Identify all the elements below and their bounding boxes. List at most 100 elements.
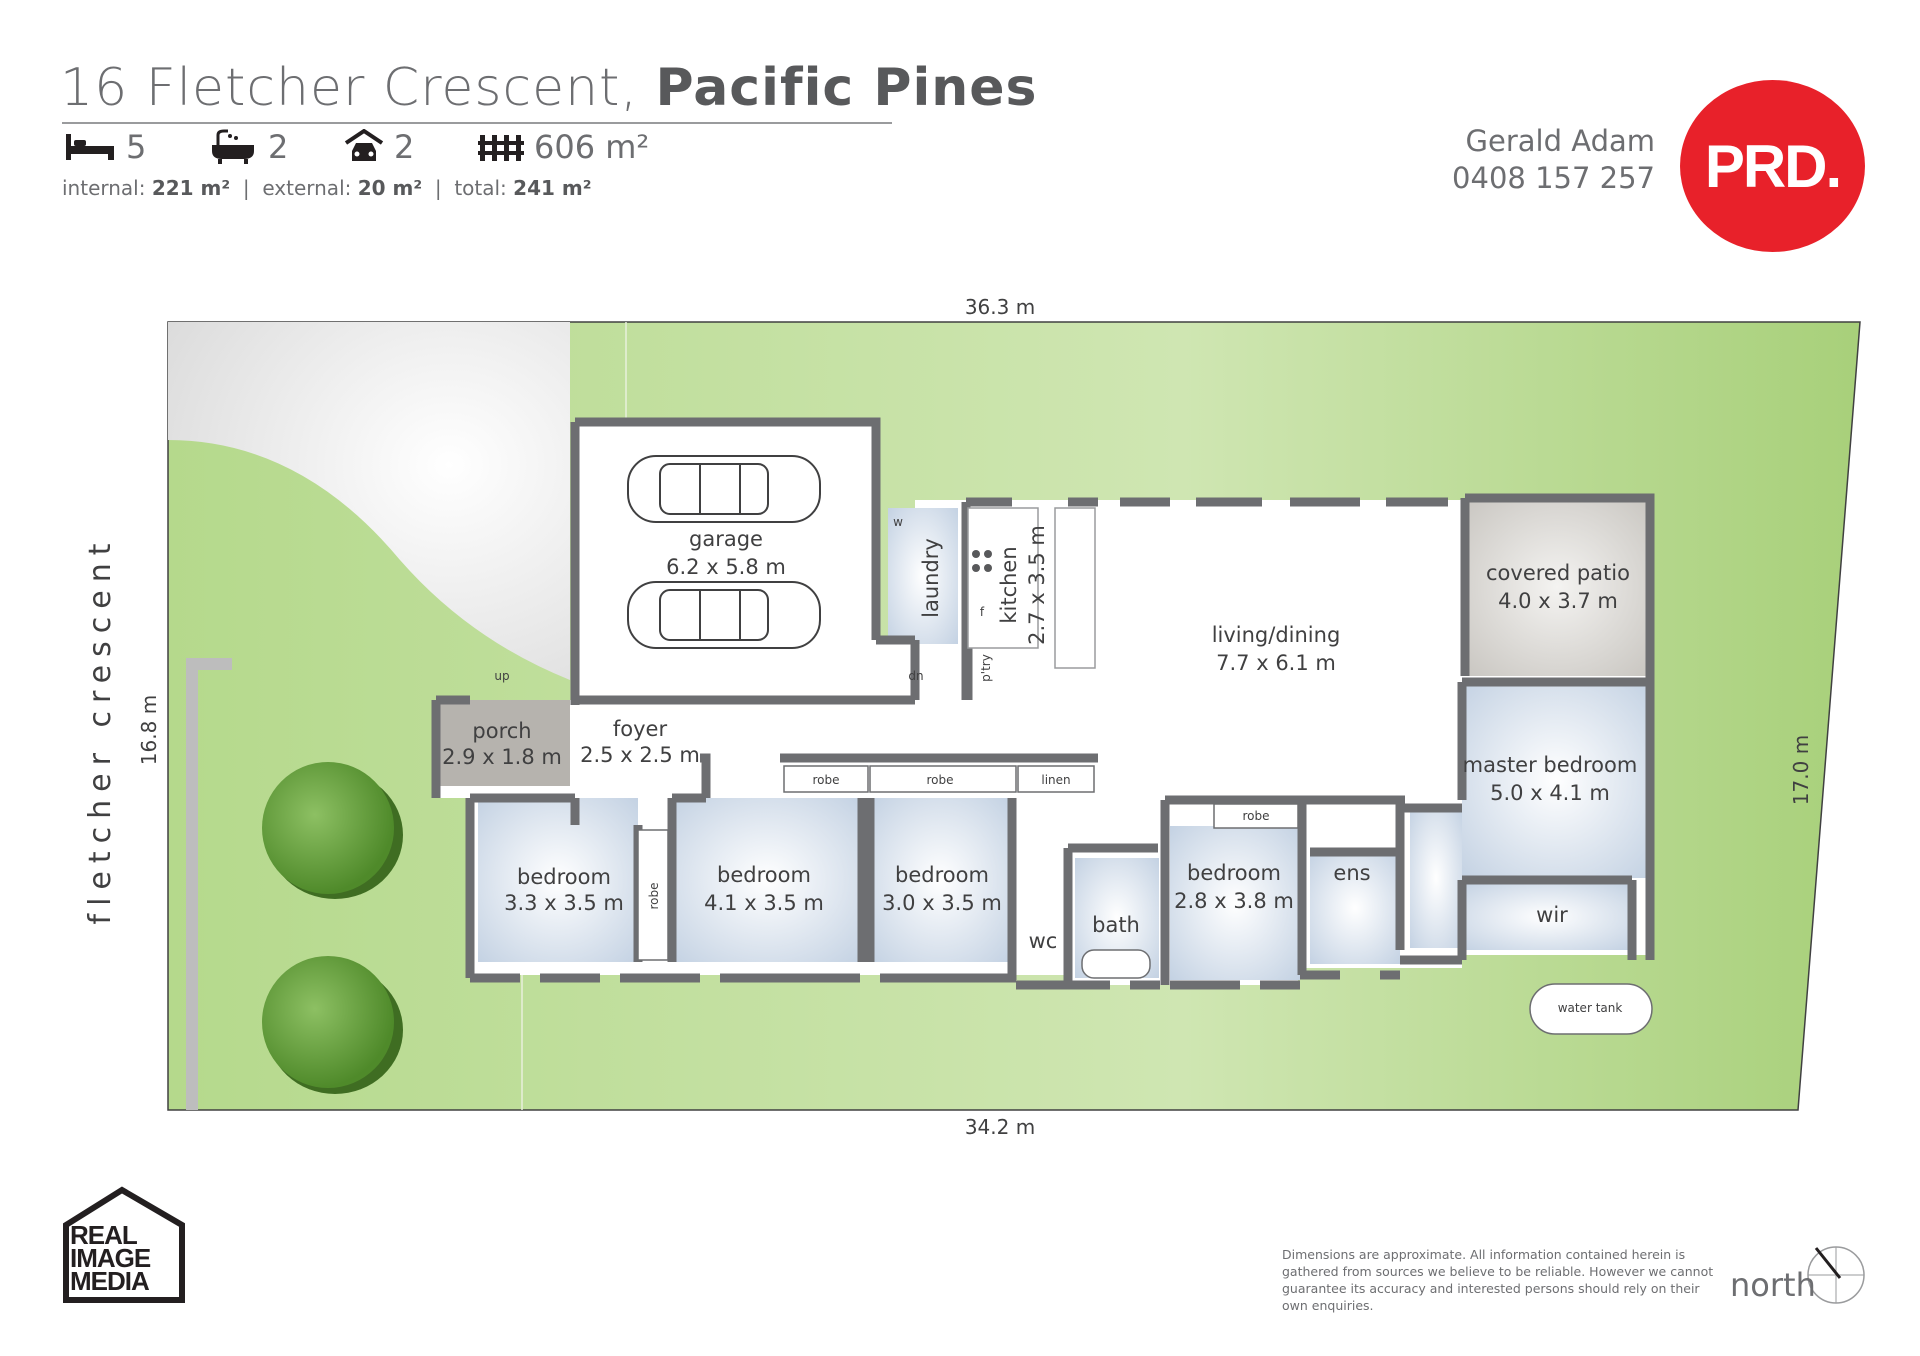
street-name: fletcher crescent	[83, 536, 118, 925]
north-arrow-icon	[1807, 1246, 1865, 1304]
wir-floor	[1462, 884, 1630, 950]
external-area-label: external:	[262, 176, 352, 200]
robe-box	[637, 829, 669, 961]
garage-count-value: 2	[394, 128, 415, 166]
agent-name: Gerald Adam	[1465, 124, 1655, 158]
bedroom-1-size: 3.3 x 3.5 m	[504, 891, 624, 915]
robe-box	[783, 765, 869, 793]
tree-icon	[262, 762, 403, 899]
car-icon	[627, 455, 821, 523]
bed2-floor	[672, 798, 862, 962]
boundary-bottom-dim: 34.2 m	[965, 1115, 1035, 1139]
fridge-label: f	[980, 605, 985, 619]
total-area-label: total:	[454, 176, 507, 200]
patio-label: covered patio	[1486, 561, 1630, 585]
kitchen-bench	[1054, 507, 1096, 669]
bathroom-count: 2	[208, 128, 288, 166]
internal-area-value: 221 m²	[151, 176, 231, 200]
robe-label: robe	[647, 882, 661, 909]
bedroom-3-label: bedroom	[895, 863, 989, 887]
external-area-value: 20 m²	[357, 176, 423, 200]
porch-size: 2.9 x 1.8 m	[442, 745, 562, 769]
boundary-top-dim: 36.3 m	[965, 295, 1035, 319]
garage-count: 2	[344, 128, 414, 166]
robe-label: robe	[926, 773, 953, 787]
bed3-floor	[870, 798, 1010, 962]
disclaimer: Dimensions are approximate. All informat…	[1282, 1247, 1714, 1313]
garage-icon	[344, 129, 384, 161]
master-size: 5.0 x 4.1 m	[1490, 781, 1610, 805]
floor-areas: internal: 221 m² | external: 20 m² | tot…	[62, 176, 592, 200]
bedroom-count-value: 5	[126, 128, 147, 166]
footpath	[186, 658, 198, 1110]
bed1-floor	[478, 798, 638, 962]
land-size: 606 m²	[478, 128, 649, 166]
boundary-right-dim: 17.0 m	[1789, 735, 1813, 805]
bathtub-fixture	[1081, 949, 1151, 979]
address-suburb: Pacific Pines	[655, 58, 1038, 118]
cooktop-icon	[972, 550, 992, 572]
bed-icon	[66, 134, 114, 160]
bedroom-count: 5	[64, 128, 146, 166]
patio-size: 4.0 x 3.7 m	[1498, 589, 1618, 613]
stairs-up-label: up	[494, 669, 509, 683]
bedroom-3-size: 3.0 x 3.5 m	[882, 891, 1002, 915]
tree-icon	[262, 956, 403, 1094]
bedroom-2-size: 4.1 x 3.5 m	[704, 891, 824, 915]
hall-floor	[1410, 808, 1462, 948]
washer-label: w	[893, 515, 903, 529]
fence-icon	[478, 135, 524, 161]
land-size-value: 606 m²	[534, 128, 650, 166]
kitchen-size: 2.7 x 3.5 m	[1025, 525, 1049, 645]
ensuite-label: ens	[1333, 861, 1370, 885]
bed4-floor	[1170, 826, 1300, 980]
north-label: north	[1730, 1266, 1816, 1304]
bath-label: bath	[1092, 913, 1140, 937]
patio-floor	[1465, 498, 1650, 676]
linen-label: linen	[1041, 773, 1070, 787]
prd-logo: PRD.	[1680, 80, 1865, 252]
wir-label: wir	[1536, 903, 1568, 927]
garage-size: 6.2 x 5.8 m	[666, 555, 786, 579]
bedroom-2-label: bedroom	[717, 863, 811, 887]
real-image-media-logo	[63, 1186, 185, 1303]
bedroom-4-label: bedroom	[1187, 861, 1281, 885]
foyer-size: 2.5 x 2.5 m	[580, 743, 700, 767]
total-area-value: 241 m²	[513, 176, 592, 200]
agent-phone[interactable]: 0408 157 257	[1452, 161, 1655, 195]
kitchen-counter	[967, 507, 1039, 649]
bedroom-4-size: 2.8 x 3.8 m	[1174, 889, 1294, 913]
title-divider	[62, 122, 892, 124]
ens-floor	[1310, 852, 1400, 964]
property-address: 16 Fletcher Crescent, Pacific Pines	[60, 58, 1038, 118]
water-tank-label: water tank	[1558, 1001, 1623, 1015]
laundry-label: laundry	[919, 538, 943, 618]
porch-label: porch	[472, 719, 531, 743]
bedroom-1-label: bedroom	[517, 865, 611, 889]
internal-area-label: internal:	[62, 176, 146, 200]
driveway	[168, 322, 570, 680]
water-tank	[1529, 983, 1653, 1035]
garage-label: garage	[689, 527, 763, 551]
living-size: 7.7 x 6.1 m	[1216, 651, 1336, 675]
foyer-label: foyer	[613, 717, 668, 741]
bathtub-icon	[212, 129, 254, 164]
linen-box	[1017, 765, 1095, 793]
master-floor	[1462, 682, 1650, 878]
pantry-label: p'try	[979, 654, 993, 682]
master-label: master bedroom	[1463, 753, 1638, 777]
bathroom-count-value: 2	[268, 128, 289, 166]
robe-label: robe	[1242, 809, 1269, 823]
address-street: 16 Fletcher Crescent,	[60, 58, 638, 118]
living-label: living/dining	[1212, 623, 1341, 647]
robe-label: robe	[812, 773, 839, 787]
robe-box	[869, 765, 1017, 793]
wc-label: wc	[1029, 929, 1058, 953]
kitchen-label: kitchen	[997, 546, 1021, 623]
robe-box	[1213, 803, 1299, 829]
laundry-floor	[888, 508, 958, 644]
boundary-left-dim: 16.8 m	[137, 695, 161, 765]
porch-floor	[436, 700, 570, 786]
car-icon	[627, 581, 821, 649]
